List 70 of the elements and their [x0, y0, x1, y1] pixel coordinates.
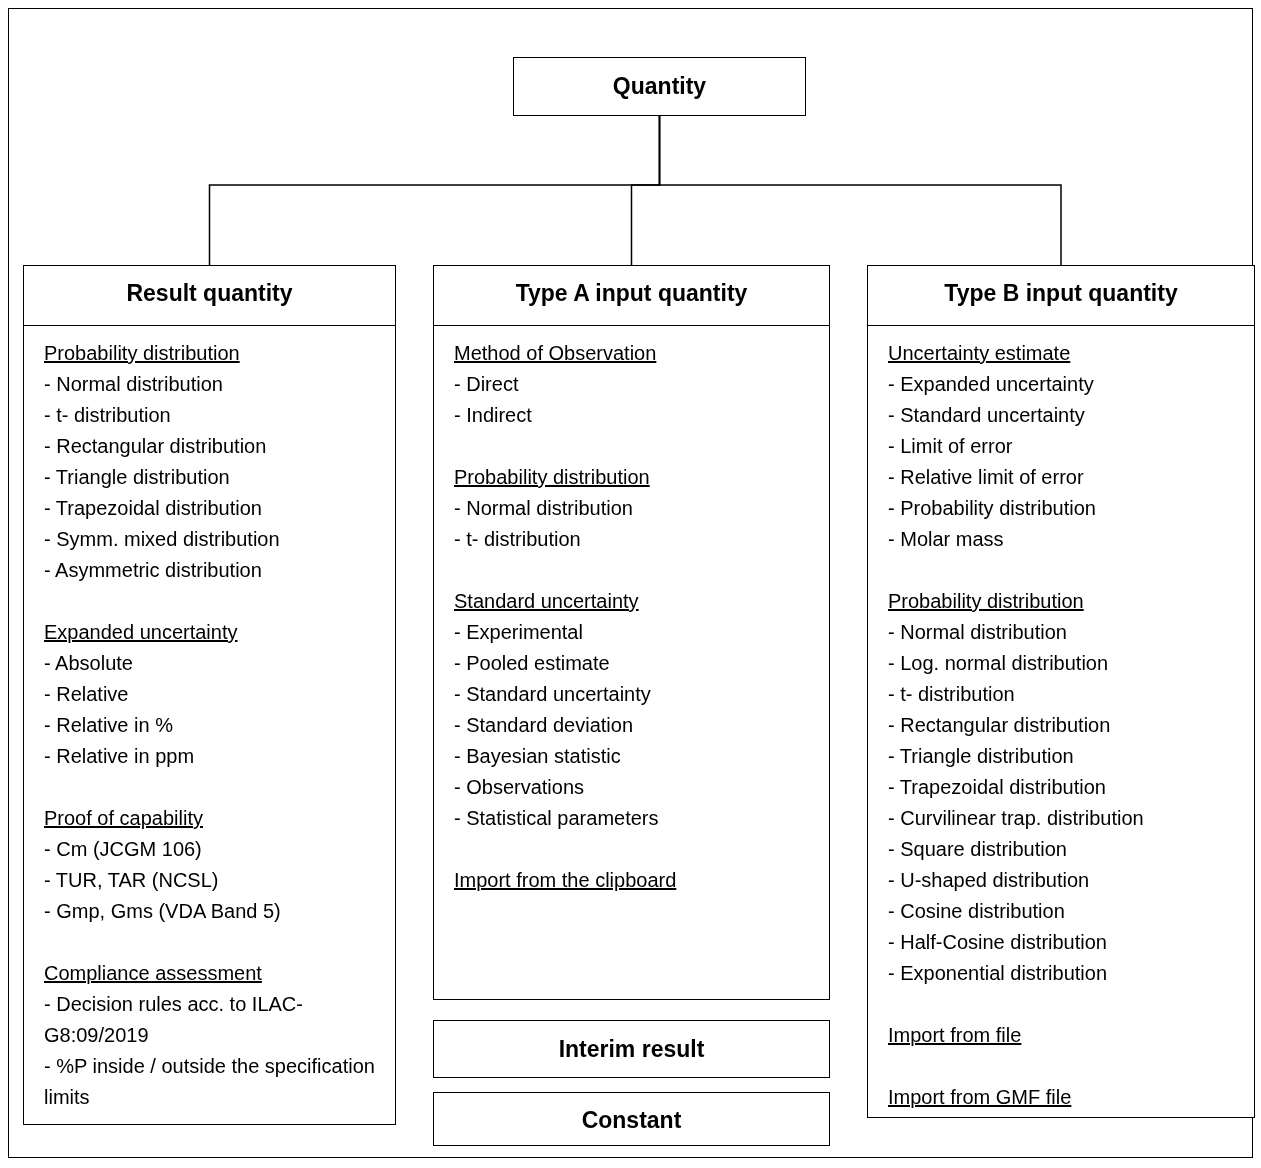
- list-item: - Limit of error: [888, 434, 1014, 459]
- list-item: - t- distribution: [888, 682, 1016, 707]
- list-item: - Bayesian statistic: [454, 744, 622, 769]
- box-heading: Type A input quantity: [434, 266, 829, 326]
- list-item: - Indirect: [454, 403, 533, 428]
- list-item: - Normal distribution: [888, 620, 1068, 645]
- list-item: - Trapezoidal distribution: [888, 775, 1107, 800]
- list-item: - Cm (JCGM 106): [44, 837, 203, 862]
- list-item: - Gmp, Gms (VDA Band 5): [44, 899, 282, 924]
- list-item: - Pooled estimate: [454, 651, 611, 676]
- section-heading: Probability distribution: [44, 341, 241, 366]
- list-item: - Standard uncertainty: [888, 403, 1086, 428]
- section-heading: Import from the clipboard: [454, 868, 678, 893]
- list-item: - t- distribution: [44, 403, 172, 428]
- section-heading: Proof of capability: [44, 806, 204, 831]
- list-item: - Absolute: [44, 651, 134, 676]
- list-item: - t- distribution: [454, 527, 582, 552]
- list-item: - Cosine distribution: [888, 899, 1066, 924]
- list-item: - %P inside / outside the specification limits: [44, 1054, 376, 1110]
- section-heading: Compliance assessment: [44, 961, 263, 986]
- section-heading: Import from file: [888, 1023, 1023, 1048]
- list-item: - Rectangular distribution: [888, 713, 1112, 738]
- category-box: [433, 265, 830, 1000]
- box-heading: Interim result: [557, 1034, 706, 1064]
- section-heading: Uncertainty estimate: [888, 341, 1072, 366]
- box-heading: Constant: [580, 1106, 683, 1135]
- list-item: - Standard deviation: [454, 713, 634, 738]
- box-heading: Quantity: [611, 72, 708, 101]
- list-item: - Relative in ppm: [44, 744, 196, 769]
- list-item: - Statistical parameters: [454, 806, 660, 831]
- section-heading: Probability distribution: [888, 589, 1085, 614]
- section-heading: Standard uncertainty: [454, 589, 640, 614]
- list-item: - Relative limit of error: [888, 465, 1085, 490]
- list-item: - Rectangular distribution: [44, 434, 268, 459]
- list-item: - Standard uncertainty: [454, 682, 652, 707]
- list-item: - Relative in %: [44, 713, 174, 738]
- list-item: - Direct: [454, 372, 520, 397]
- category-box: [433, 1092, 830, 1146]
- list-item: - Trapezoidal distribution: [44, 496, 263, 521]
- list-item: - Expanded uncertainty: [888, 372, 1095, 397]
- section-heading: Method of Observation: [454, 341, 658, 366]
- category-box: [23, 265, 396, 1125]
- section-heading: Expanded uncertainty: [44, 620, 239, 645]
- list-item: - Symm. mixed distribution: [44, 527, 281, 552]
- list-item: - Log. normal distribution: [888, 651, 1110, 676]
- list-item: - Exponential distribution: [888, 961, 1108, 986]
- box-heading: Result quantity: [24, 266, 395, 326]
- category-box: [433, 1020, 830, 1078]
- list-item: - Normal distribution: [44, 372, 224, 397]
- connector-line: [658, 115, 1062, 266]
- category-box: [867, 265, 1255, 1118]
- list-item: - Relative: [44, 682, 130, 707]
- list-item: - Molar mass: [888, 527, 1005, 552]
- section-heading: Probability distribution: [454, 465, 651, 490]
- list-item: - Triangle distribution: [44, 465, 231, 490]
- box-heading: Type B input quantity: [868, 266, 1254, 326]
- list-item: - TUR, TAR (NCSL): [44, 868, 220, 893]
- section-heading: Import from GMF file: [888, 1085, 1073, 1110]
- list-item: - Decision rules acc. to ILAC-G8:09/2019: [44, 992, 304, 1048]
- list-item: - Triangle distribution: [888, 744, 1075, 769]
- list-item: - Half-Cosine distribution: [888, 930, 1108, 955]
- list-item: - Normal distribution: [454, 496, 634, 521]
- list-item: - U-shaped distribution: [888, 868, 1091, 893]
- list-item: - Probability distribution: [888, 496, 1097, 521]
- list-item: - Experimental: [454, 620, 584, 645]
- list-item: - Square distribution: [888, 837, 1068, 862]
- list-item: - Observations: [454, 775, 586, 800]
- category-box: [513, 57, 806, 116]
- list-item: - Asymmetric distribution: [44, 558, 263, 583]
- list-item: - Curvilinear trap. distribution: [888, 806, 1145, 831]
